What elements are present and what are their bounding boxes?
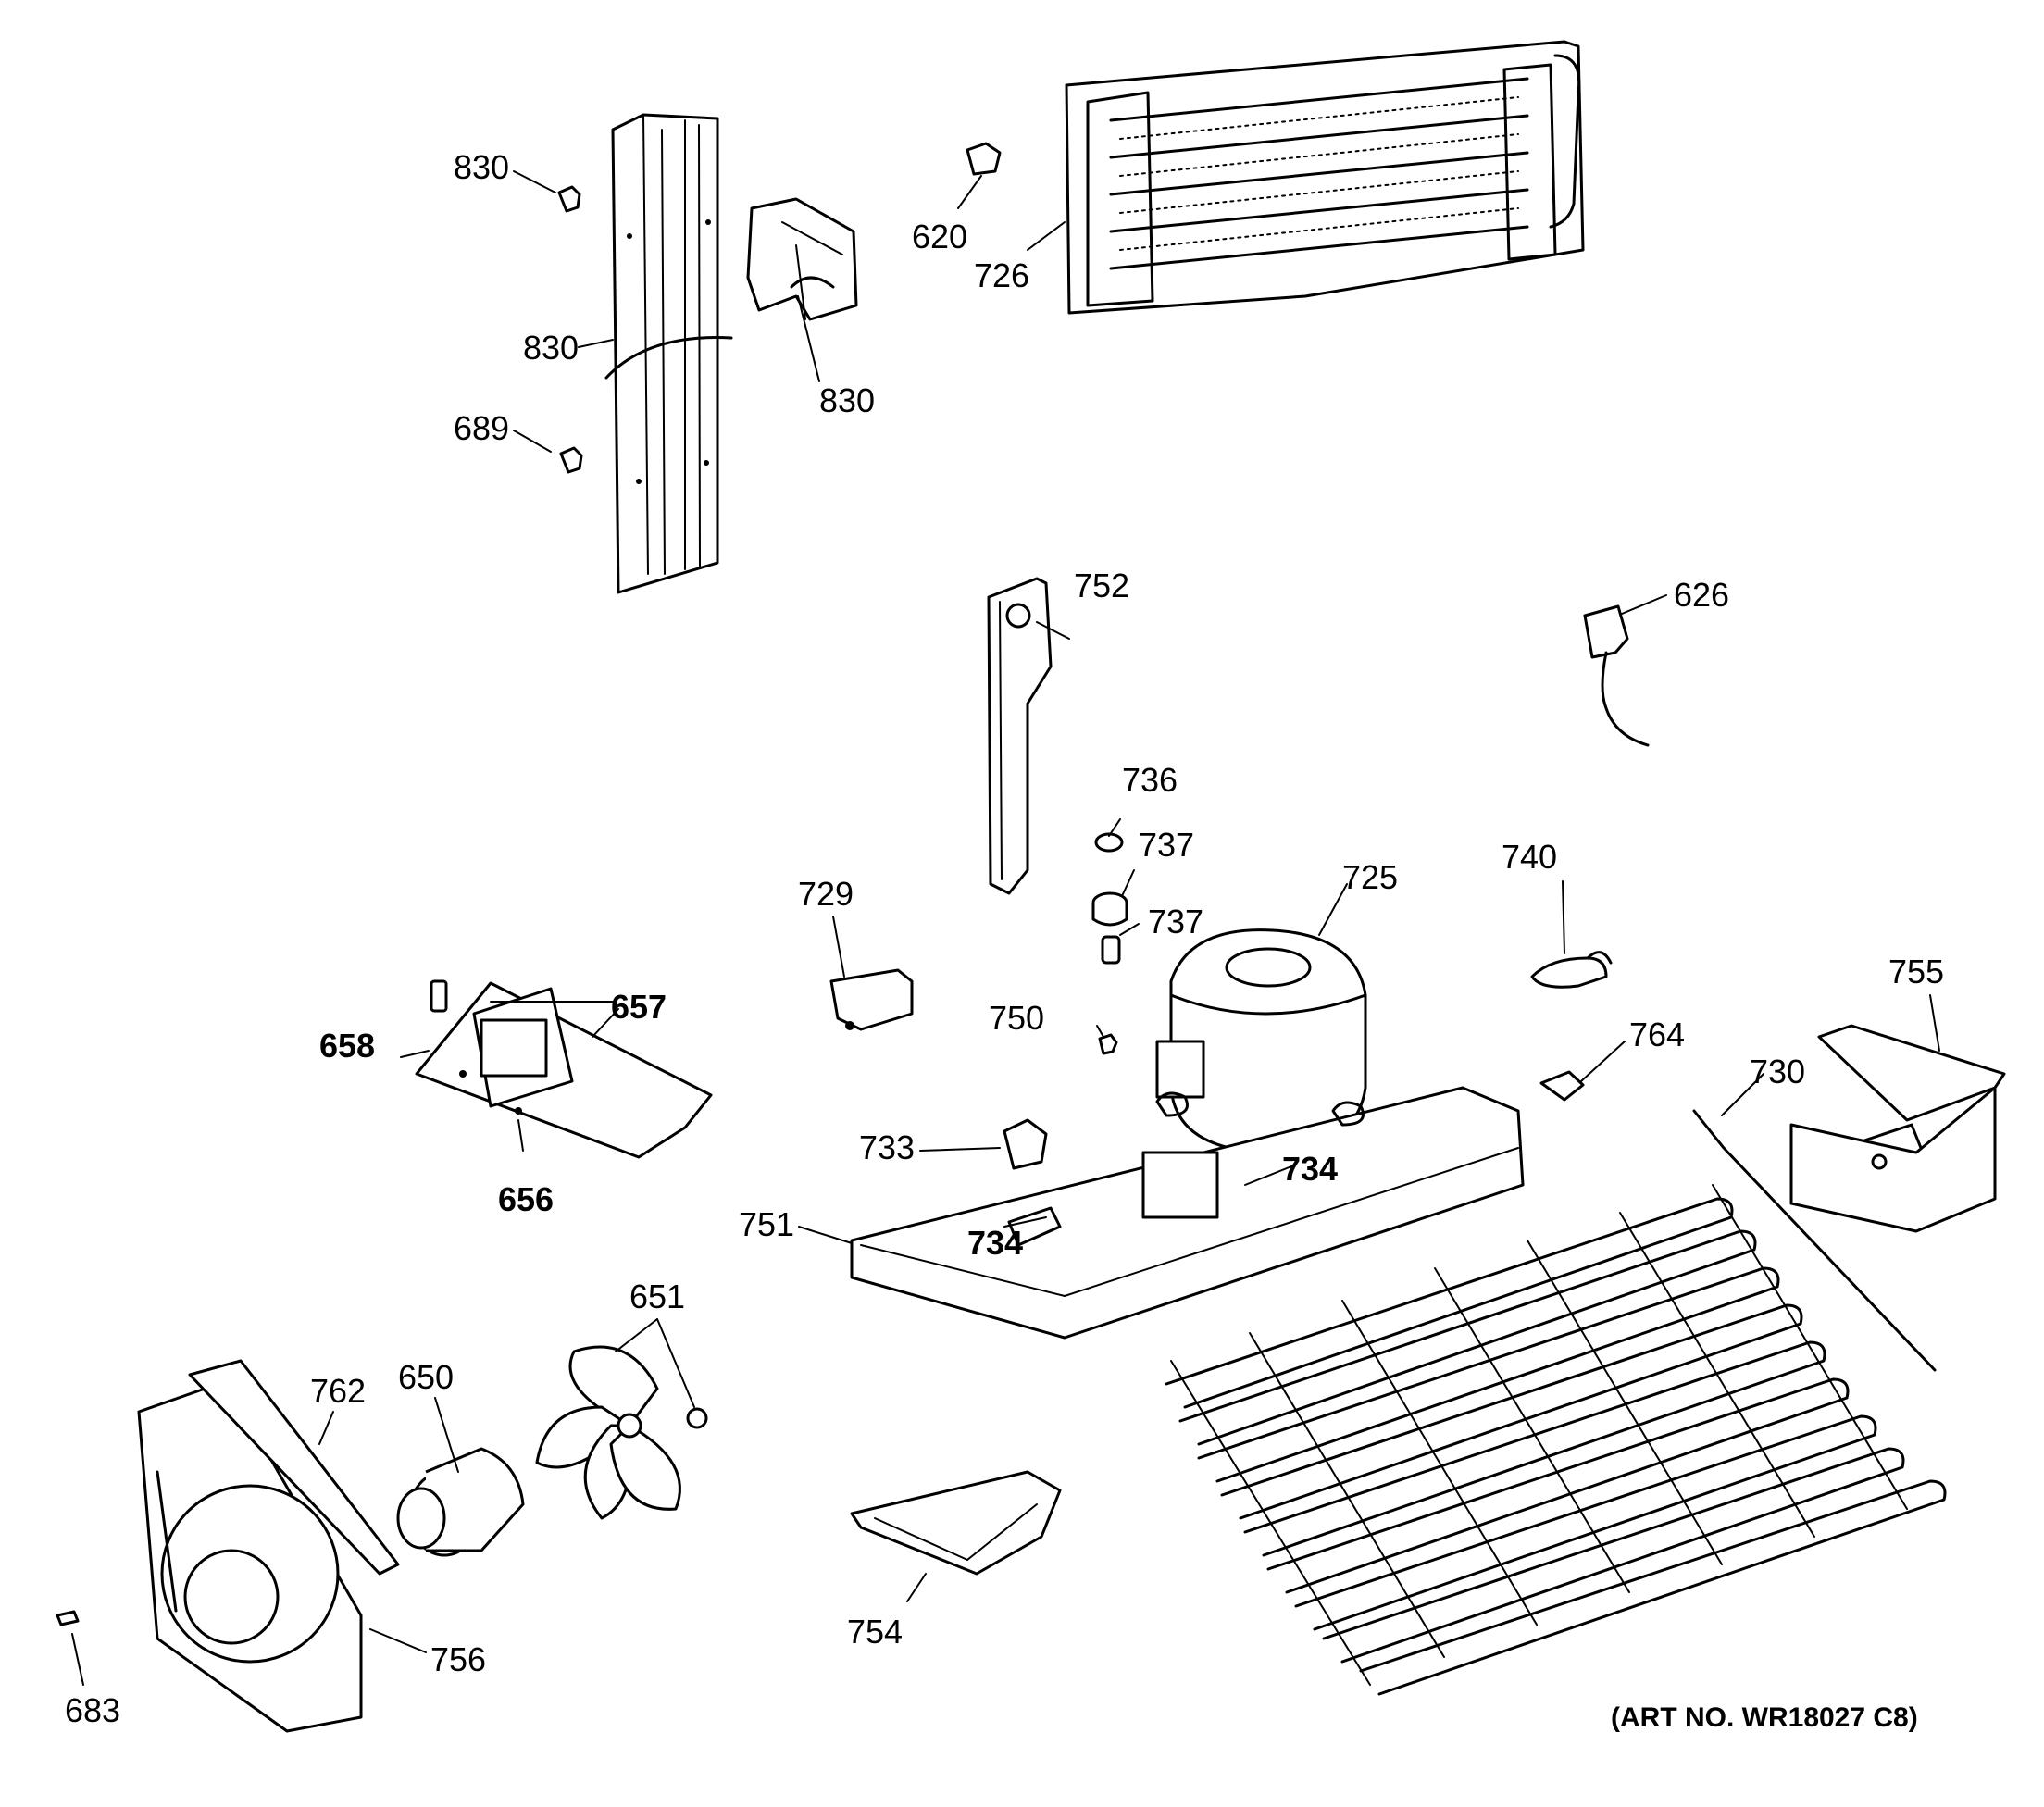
- compressor-725-part: [1155, 928, 1367, 1154]
- screw-830-part: [557, 185, 581, 213]
- fan-shroud-756-part: [137, 1377, 363, 1733]
- art-number: (ART NO. WR18027 C8): [1611, 1702, 1918, 1733]
- callout-830-rail: 830: [523, 329, 579, 367]
- callout-740: 740: [1502, 838, 1557, 876]
- callout-736: 736: [1122, 761, 1178, 799]
- clip-764-part: [1539, 1070, 1585, 1102]
- callout-689: 689: [454, 409, 509, 447]
- callout-734-left: 734: [967, 1224, 1023, 1262]
- screw-750-part: [1098, 1033, 1118, 1055]
- clip-620-part: [966, 142, 1002, 176]
- callout-683: 683: [65, 1691, 120, 1729]
- sleeve-737-part: [1101, 935, 1121, 965]
- condenser-726-part: [1065, 40, 1585, 315]
- callout-752: 752: [1074, 567, 1129, 604]
- callout-764: 764: [1629, 1016, 1685, 1053]
- callout-756: 756: [430, 1640, 486, 1678]
- coil-tubes: [1165, 1197, 1947, 1696]
- callout-725: 725: [1342, 858, 1398, 896]
- callout-657: 657: [611, 988, 667, 1026]
- nut-651-part: [686, 1407, 708, 1429]
- callout-755: 755: [1888, 953, 1944, 991]
- callout-656: 656: [498, 1180, 554, 1218]
- callout-651: 651: [629, 1277, 685, 1315]
- screw-683-part: [56, 1610, 80, 1626]
- bracket-830-part: [746, 197, 858, 321]
- coil-wires: [1170, 1184, 1908, 1686]
- screw-689-part: [559, 446, 583, 474]
- screw-658-part: [430, 979, 448, 1013]
- callout-762: 762: [310, 1372, 366, 1410]
- gasket-762-part: [188, 1359, 400, 1576]
- callout-733: 733: [859, 1128, 915, 1166]
- callout-754: 754: [847, 1613, 903, 1651]
- clip-736-part: [1094, 832, 1124, 853]
- callout-626: 626: [1674, 576, 1729, 614]
- fan-blade-651-part: [535, 1345, 681, 1520]
- callout-737-grommet: 737: [1139, 826, 1194, 864]
- base-pan-751-part: [850, 1086, 1525, 1340]
- grommet-737-part: [1091, 891, 1128, 927]
- callout-730: 730: [1750, 1053, 1805, 1090]
- harness-740-part: [1530, 951, 1613, 989]
- callout-737-sleeve: 737: [1148, 903, 1203, 941]
- callout-726: 726: [974, 256, 1029, 294]
- condenser-tubes: [1109, 77, 1529, 270]
- tray-754-part: [850, 1470, 1062, 1576]
- overload-733-part: [1003, 1118, 1048, 1170]
- callout-830-top: 830: [454, 148, 509, 186]
- fan-motor-650-part: [396, 1447, 525, 1557]
- channel-rail-part: [604, 113, 733, 594]
- callout-734-right: 734: [1282, 1150, 1338, 1188]
- callout-650: 650: [398, 1358, 454, 1396]
- leader-lines: [71, 170, 1940, 1686]
- block-755-part: [1789, 1024, 2006, 1233]
- callout-658: 658: [319, 1027, 375, 1065]
- capacitor-729-part: [829, 968, 914, 1031]
- callout-labels: 830 830 830 689 620 726 752 626 736 737 …: [65, 148, 1944, 1729]
- power-cord-626-part: [1583, 604, 1650, 747]
- callout-751: 751: [739, 1205, 794, 1243]
- callout-620: 620: [912, 218, 967, 255]
- callout-750: 750: [989, 999, 1044, 1037]
- callout-729: 729: [798, 875, 854, 913]
- callout-830-bracket: 830: [819, 381, 875, 419]
- condenser-coil-730-part: [1165, 1109, 1947, 1696]
- bracket-752-part: [987, 577, 1053, 895]
- shield-656-657-part: [415, 981, 713, 1159]
